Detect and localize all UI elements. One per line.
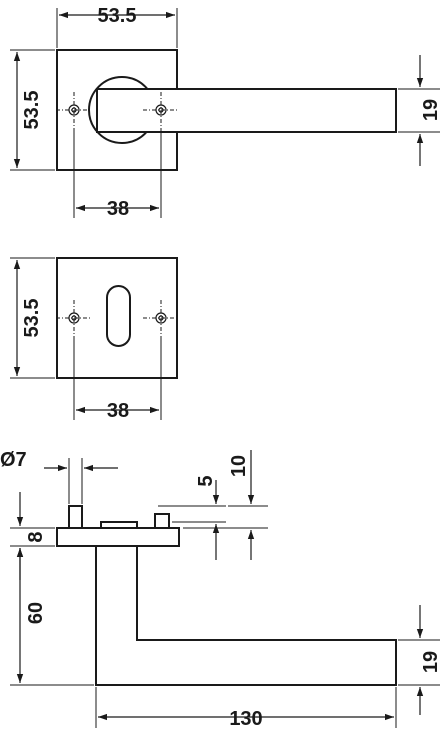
screw-left-icon — [56, 300, 92, 336]
side-view: Ø7 5 10 8 60 — [0, 449, 442, 730]
top-view-lever-rose: 53.5 53.5 19 38 — [10, 5, 442, 220]
screw-left-icon — [56, 92, 92, 128]
lever-arm-top — [96, 88, 397, 133]
lever-l-shape — [95, 545, 397, 686]
dim-lever-thickness: 19 — [398, 55, 442, 166]
dim-side-lever-thickness: 19 — [398, 605, 442, 715]
keyhole-slot — [106, 285, 131, 347]
dim-key-rose-height: 53.5 — [10, 257, 55, 379]
spindle-pin — [68, 505, 83, 529]
label-top-rose-height: 53.5 — [21, 91, 43, 130]
dim-top-rose-height: 53.5 — [10, 49, 55, 171]
label-offset-5: 5 — [195, 475, 217, 486]
label-top-screw-spacing: 38 — [107, 198, 129, 220]
label-rose-depth: 8 — [25, 531, 47, 542]
key-rose-view: 53.5 38 — [10, 257, 179, 422]
dim-spindle-diameter: Ø7 — [0, 449, 118, 504]
label-offset-10: 10 — [228, 455, 250, 477]
label-side-lever-thickness: 19 — [420, 651, 442, 673]
label-key-screw-spacing: 38 — [107, 400, 129, 422]
label-spindle-diameter: Ø7 — [0, 449, 27, 471]
screw-right-icon — [143, 92, 179, 128]
dim-key-screw-spacing: 38 — [73, 336, 162, 422]
label-lever-projection: 60 — [25, 602, 47, 624]
label-lever-length: 130 — [229, 708, 262, 730]
screw-head — [154, 513, 170, 529]
dim-rose-depth: 8 — [10, 492, 55, 580]
rose-plate-side — [56, 527, 180, 547]
dim-top-rose-width: 53.5 — [56, 5, 178, 48]
dim-offset-10: 10 — [183, 450, 268, 560]
label-top-rose-width: 53.5 — [98, 5, 137, 27]
dim-offset-5: 5 — [158, 475, 226, 560]
dim-lever-projection: 60 — [10, 548, 94, 686]
label-key-rose-height: 53.5 — [21, 299, 43, 338]
dim-lever-length: 130 — [95, 687, 397, 730]
screw-right-icon — [143, 300, 179, 336]
dim-top-screw-spacing: 38 — [73, 128, 162, 220]
label-lever-thickness: 19 — [420, 99, 442, 121]
